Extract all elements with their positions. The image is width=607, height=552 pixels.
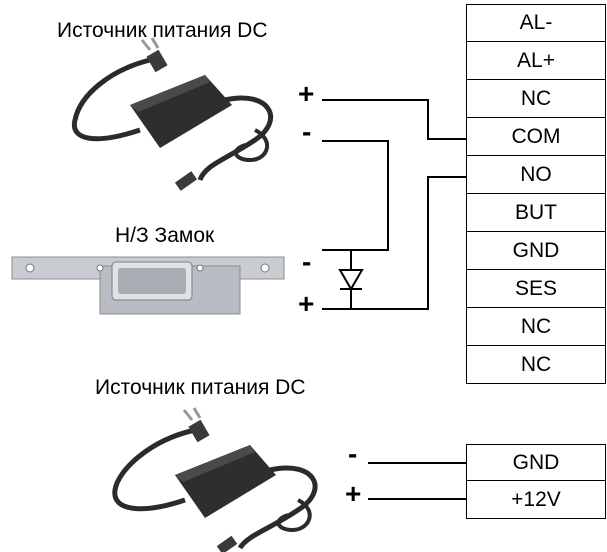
terminal-com: COM — [466, 118, 606, 156]
bottom-psu-plus-sign: + — [345, 478, 362, 509]
lock-plus-sign: + — [298, 288, 315, 319]
terminal-nc-1: NC — [466, 80, 606, 118]
terminal-al-minus: AL- — [466, 4, 606, 42]
top-psu-label: Источник питания DC — [57, 19, 268, 42]
terminal-gnd: GND — [466, 232, 606, 270]
terminal-but: BUT — [466, 194, 606, 232]
power-terminal-gnd: GND — [466, 444, 606, 481]
top-psu-plus-sign: + — [298, 78, 315, 109]
terminal-al-plus: AL+ — [466, 42, 606, 80]
electric-lock-icon — [11, 256, 285, 315]
terminal-nc-3: NC — [466, 346, 606, 384]
lock-label: Н/З Замок — [115, 224, 215, 247]
diode-icon — [338, 269, 364, 291]
bottom-psu-minus-sign: - — [348, 438, 358, 469]
top-power-adapter-icon — [71, 37, 274, 191]
bottom-psu-label: Источник питания DC — [95, 376, 306, 399]
power-terminal-12v: +12V — [466, 481, 606, 519]
terminal-no: NO — [466, 156, 606, 194]
lock-minus-sign: - — [302, 246, 312, 277]
bottom-power-adapter-icon — [112, 407, 318, 552]
wires — [322, 99, 466, 500]
terminal-nc-2: NC — [466, 308, 606, 346]
top-psu-minus-sign: - — [302, 116, 312, 147]
terminal-ses: SES — [466, 270, 606, 308]
